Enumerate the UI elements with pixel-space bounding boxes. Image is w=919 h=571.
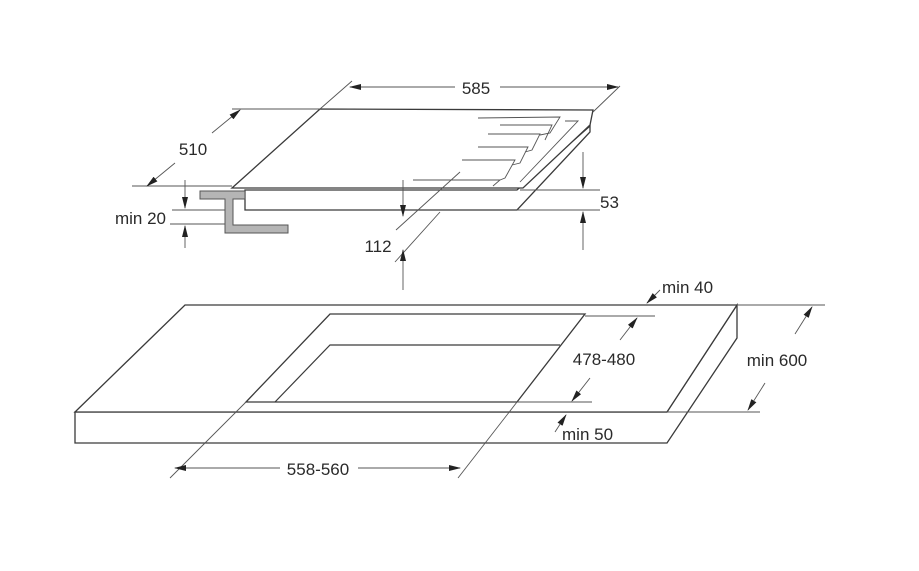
hob-front-face	[244, 124, 591, 211]
min-back-label: min 40	[662, 278, 713, 297]
min-front-label: min 50	[562, 425, 613, 444]
mounting-bracket	[199, 190, 289, 234]
dimension-min-50: min 50	[554, 414, 613, 444]
dimension-53: 53	[517, 152, 619, 250]
min-depth-label: min 600	[747, 351, 807, 370]
dimension-558-560: 558-560	[169, 401, 518, 479]
hob-top-surface	[230, 108, 594, 189]
dimension-510: 510	[132, 108, 320, 187]
dimension-min-40: min 40	[646, 278, 713, 304]
cutout-depth-label: 478-480	[573, 350, 635, 369]
dimension-478-480: 478-480	[517, 315, 655, 403]
dimension-min-20: min 20	[115, 180, 225, 248]
width-label: 585	[462, 79, 490, 98]
dimension-585: 585	[319, 79, 621, 113]
dimension-112: 112	[364, 171, 461, 290]
clearance-label: 112	[364, 237, 391, 256]
cutout-width-label: 558-560	[287, 460, 349, 479]
depth-label: 510	[179, 140, 207, 159]
hob-drawing	[199, 108, 594, 234]
dimension-min-600: min 600	[667, 304, 825, 413]
cutout-inner-edge	[274, 344, 560, 403]
height-label: 53	[600, 193, 619, 212]
countertop-drawing	[73, 302, 739, 444]
min-gap-label: min 20	[115, 209, 166, 228]
burner-grates	[413, 116, 580, 187]
